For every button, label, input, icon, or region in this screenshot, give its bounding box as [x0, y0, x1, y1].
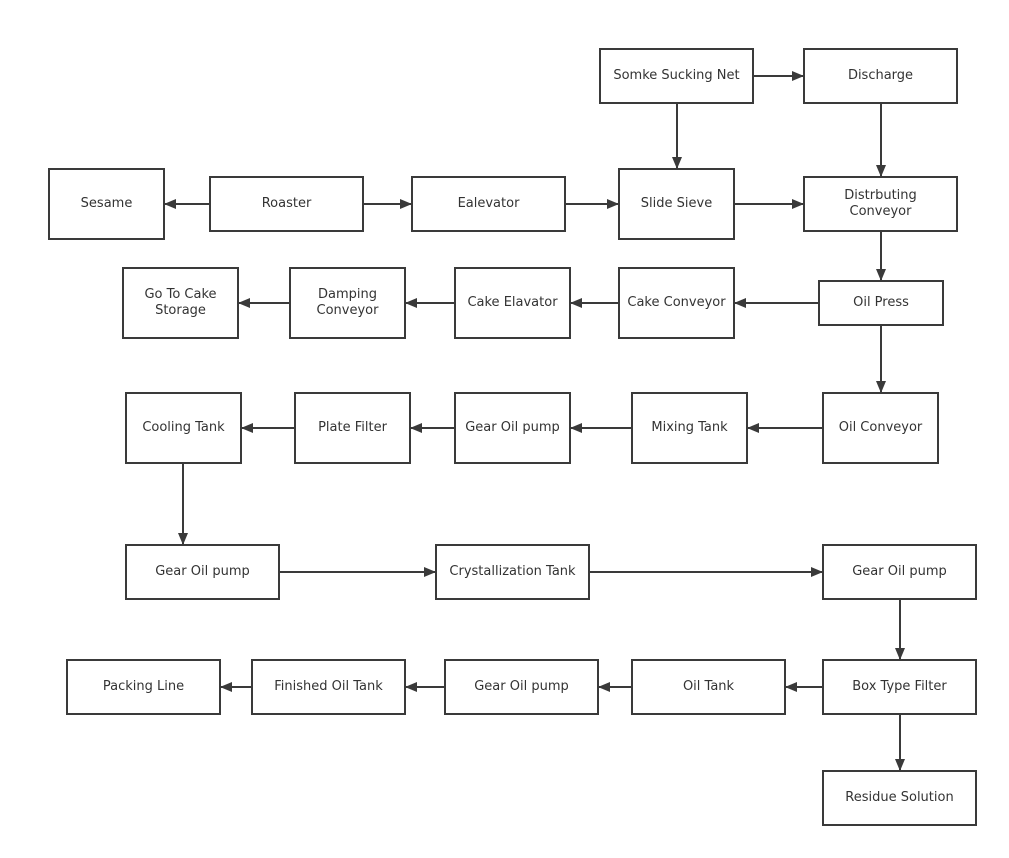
node-cake-conveyor: Cake Conveyor	[618, 267, 735, 339]
node-cake-storage: Go To Cake Storage	[122, 267, 239, 339]
node-label: Cake Conveyor	[627, 295, 726, 310]
node-label: Slide Sieve	[640, 196, 713, 211]
node-discharge: Discharge	[803, 48, 958, 104]
node-slide-sieve: Slide Sieve	[618, 168, 735, 240]
node-cooling-tank: Cooling Tank	[125, 392, 242, 464]
node-roaster: Roaster	[209, 176, 364, 232]
node-label: Crystallization Tank	[449, 564, 576, 579]
node-oil-press: Oil Press	[818, 280, 944, 326]
node-label: Sesame	[80, 196, 133, 211]
node-label: Cooling Tank	[142, 420, 225, 435]
node-residue-solution: Residue Solution	[822, 770, 977, 826]
node-label: Residue Solution	[845, 790, 954, 805]
node-label: Somke Sucking Net	[613, 68, 740, 83]
node-label: Discharge	[847, 68, 914, 83]
node-finished-oil-tank: Finished Oil Tank	[251, 659, 406, 715]
node-cake-elevator: Cake Elavator	[454, 267, 571, 339]
node-label: Oil Press	[853, 295, 909, 310]
node-label: Cake Elavator	[467, 295, 558, 310]
node-label: Roaster	[261, 196, 312, 211]
node-gear-pump-1: Gear Oil pump	[454, 392, 571, 464]
node-box-filter: Box Type Filter	[822, 659, 977, 715]
node-label: Damping Conveyor	[316, 287, 379, 318]
node-elevator: Ealevator	[411, 176, 566, 232]
node-gear-pump-4: Gear Oil pump	[444, 659, 599, 715]
node-distributing-conveyor: Distrbuting Conveyor	[803, 176, 958, 232]
node-label: Gear Oil pump	[474, 679, 569, 694]
node-label: Oil Conveyor	[838, 420, 923, 435]
node-packing-line: Packing Line	[66, 659, 221, 715]
node-label: Gear Oil pump	[852, 564, 947, 579]
node-label: Distrbuting Conveyor	[844, 188, 917, 219]
node-label: Go To Cake Storage	[144, 287, 217, 318]
node-gear-pump-2: Gear Oil pump	[125, 544, 280, 600]
node-label: Finished Oil Tank	[274, 679, 383, 694]
node-label: Mixing Tank	[651, 420, 728, 435]
node-mixing-tank: Mixing Tank	[631, 392, 748, 464]
node-label: Packing Line	[102, 679, 185, 694]
node-damping-conveyor: Damping Conveyor	[289, 267, 406, 339]
node-label: Ealevator	[457, 196, 520, 211]
node-label: Oil Tank	[682, 679, 735, 694]
node-label: Gear Oil pump	[465, 420, 560, 435]
node-smoke-net: Somke Sucking Net	[599, 48, 754, 104]
node-label: Gear Oil pump	[155, 564, 250, 579]
node-plate-filter: Plate Filter	[294, 392, 411, 464]
node-sesame: Sesame	[48, 168, 165, 240]
node-gear-pump-3: Gear Oil pump	[822, 544, 977, 600]
node-label: Box Type Filter	[852, 679, 947, 694]
node-label: Plate Filter	[318, 420, 387, 435]
node-crystallization-tank: Crystallization Tank	[435, 544, 590, 600]
node-oil-conveyor: Oil Conveyor	[822, 392, 939, 464]
node-oil-tank: Oil Tank	[631, 659, 786, 715]
